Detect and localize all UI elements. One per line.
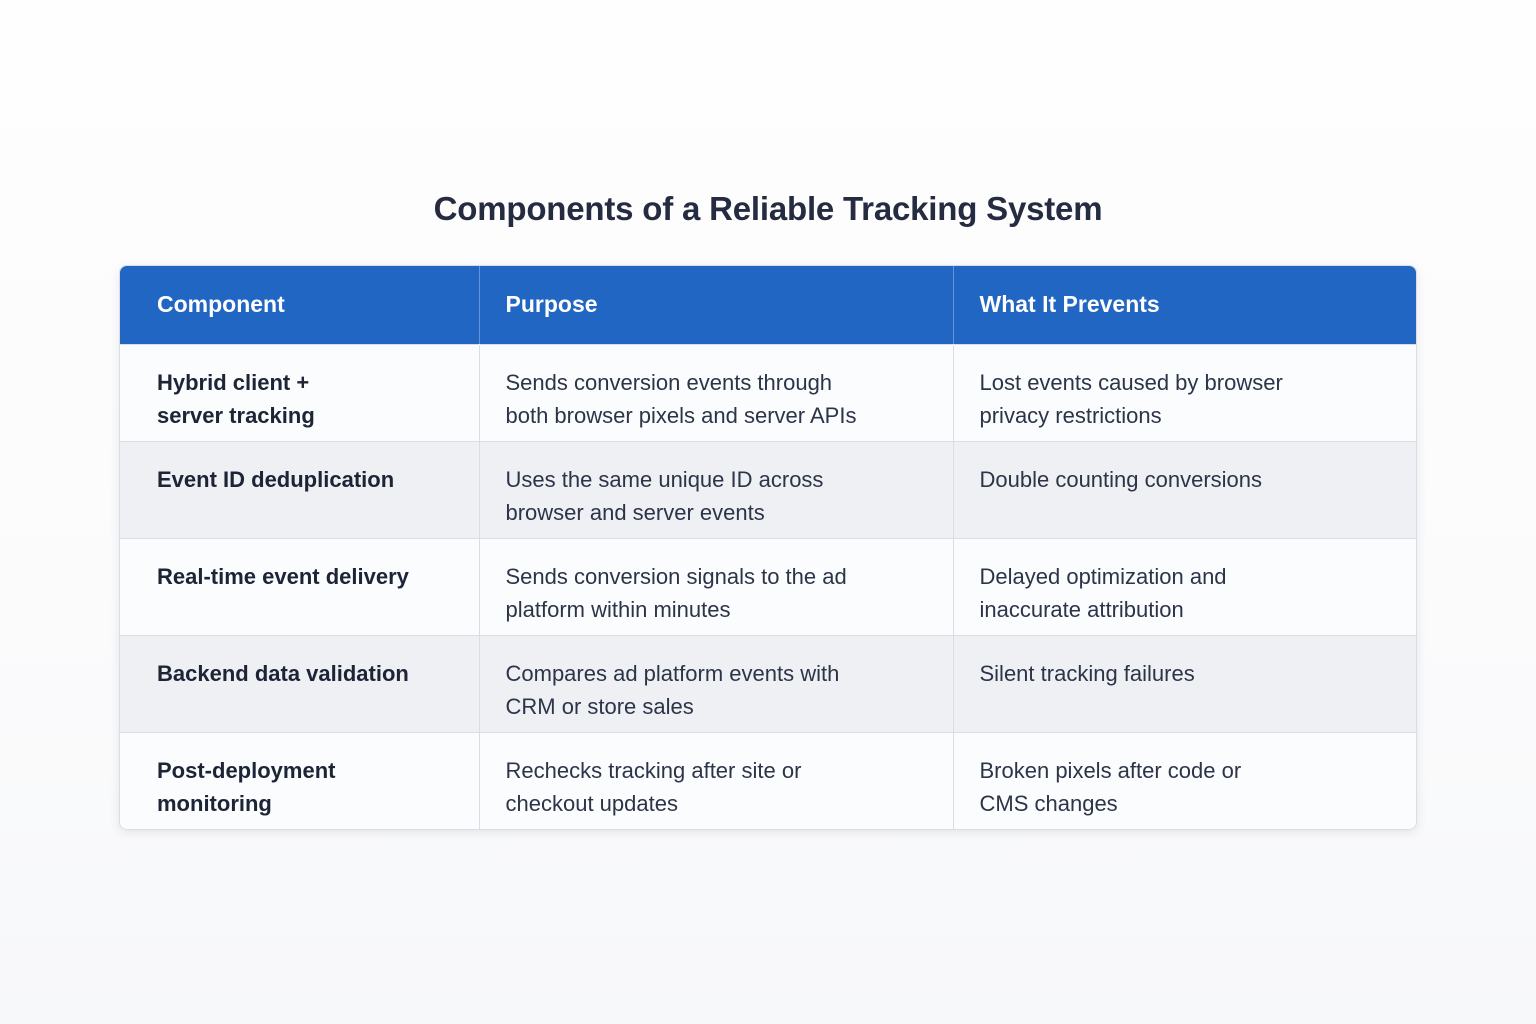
- table-header-row: Component Purpose What It Prevents: [120, 266, 1416, 344]
- table-row: Hybrid client + server tracking Sends co…: [120, 343, 1416, 441]
- cell-component: Hybrid client + server tracking: [120, 343, 479, 441]
- tracking-components-table: Component Purpose What It Prevents Hybri…: [119, 265, 1417, 830]
- cell-prevents: Double counting conversions: [952, 440, 1416, 538]
- cell-purpose: Compares ad platform events with CRM or …: [478, 634, 953, 732]
- cell-prevents: Delayed optimization and inaccurate attr…: [952, 537, 1416, 635]
- cell-prevents: Broken pixels after code or CMS changes: [952, 731, 1416, 829]
- cell-purpose: Rechecks tracking after site or checkout…: [478, 731, 953, 829]
- table-row: Post-deployment monitoring Rechecks trac…: [120, 731, 1416, 829]
- column-header-component: Component: [120, 266, 479, 344]
- data-table: Component Purpose What It Prevents Hybri…: [120, 266, 1416, 829]
- page-title: Components of a Reliable Tracking System: [433, 190, 1103, 227]
- column-header-what-it-prevents: What It Prevents: [952, 266, 1416, 344]
- cell-component: Post-deployment monitoring: [120, 731, 479, 829]
- cell-purpose: Sends conversion events through both bro…: [478, 343, 953, 441]
- cell-purpose: Uses the same unique ID across browser a…: [478, 440, 953, 538]
- column-header-purpose: Purpose: [478, 266, 953, 344]
- cell-prevents: Lost events caused by browser privacy re…: [952, 343, 1416, 441]
- cell-component: Event ID deduplication: [120, 440, 479, 538]
- cell-component: Backend data validation: [120, 634, 479, 732]
- cell-prevents: Silent tracking failures: [952, 634, 1416, 732]
- table-row: Real-time event delivery Sends conversio…: [120, 537, 1416, 635]
- table-row: Backend data validation Compares ad plat…: [120, 634, 1416, 732]
- cell-component: Real-time event delivery: [120, 537, 479, 635]
- cell-purpose: Sends conversion signals to the ad platf…: [478, 537, 953, 635]
- table-row: Event ID deduplication Uses the same uni…: [120, 440, 1416, 538]
